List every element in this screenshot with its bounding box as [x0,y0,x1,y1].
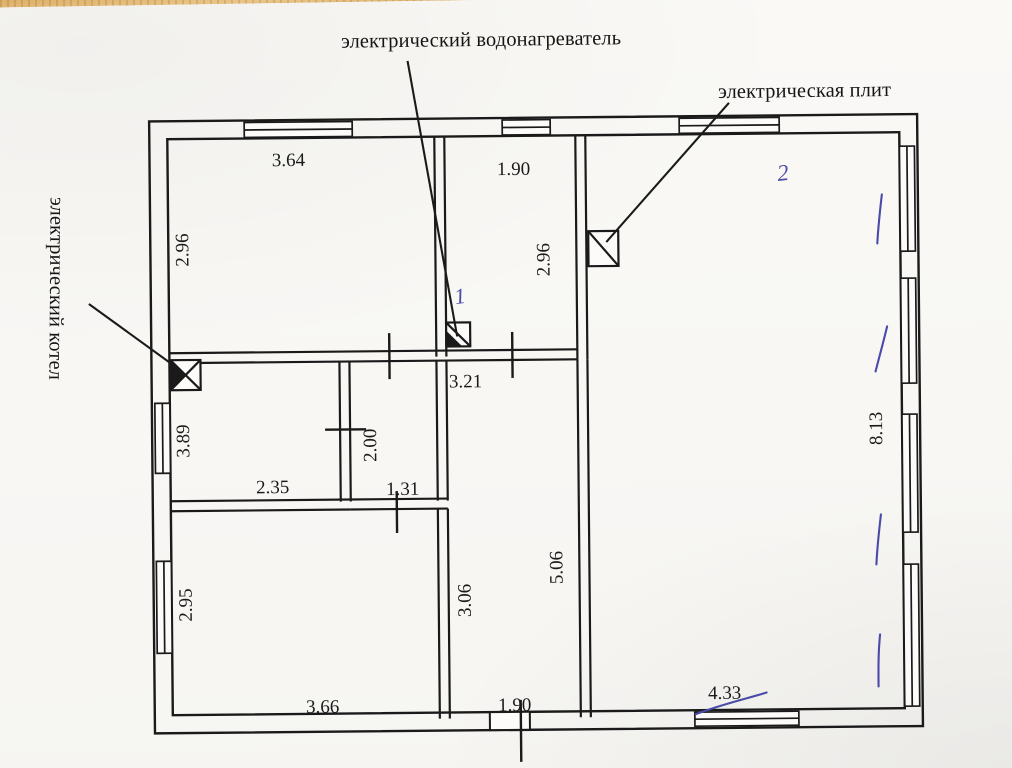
label-electric-boiler: электрический котел [44,196,68,381]
leader-stove [605,102,730,243]
water-heater-icon [444,321,472,348]
dim-room-mid-left-width: 2.35 [256,477,289,498]
dim-hall-bottom-width: 1.90 [498,695,531,716]
window-top-2 [501,118,552,136]
dim-room-right-height: 8.13 [866,412,887,445]
dim-room-right-width: 4.33 [708,683,741,704]
dim-closet-height: 2.00 [360,429,381,462]
window-right-2 [899,277,918,385]
dim-hall-height: 5.06 [546,551,567,584]
pen-tick-4 [877,633,882,688]
dim-room-top-left-width: 3.64 [272,150,306,171]
dimension-labels: 3.64 2.96 1.90 2.96 3.21 3.89 2.35 2.00 … [172,150,887,718]
electric-stove-icon [587,229,620,268]
window-group-right [898,145,921,708]
exterior-walls [147,112,925,735]
window-group-top [243,116,781,139]
window-right-4 [902,563,921,708]
window-left-1 [153,402,172,475]
dim-hall-lower-width: 3.06 [455,584,476,617]
window-left-2 [155,560,174,655]
window-right-1 [898,145,917,253]
leader-lines [88,60,730,372]
label-electric-stove: электрическая плит [717,78,892,104]
pen-underline-4-33 [694,691,768,716]
leader-heater [406,60,459,337]
window-bottom-1 [693,710,800,728]
window-group-left [153,402,174,655]
pen-tick-3 [875,513,882,566]
electric-boiler-icon [169,358,202,392]
label-electric-water-heater: электрический водонагреватель [340,27,622,53]
dim-room-mid-left-height: 3.89 [173,424,194,457]
dim-room-top-left-height: 2.96 [172,233,193,266]
dim-room-bottom-left-height: 2.95 [176,588,197,621]
dim-room-bottom-left-width: 3.66 [306,697,339,718]
dim-closet-width: 1.31 [386,479,419,500]
pen-mark-two: 2 [776,160,790,186]
window-top-1 [243,120,354,139]
dim-hall-upper-width: 3.21 [449,371,482,392]
dim-room-top-mid-width: 1.90 [497,159,530,180]
pen-tick-2 [874,325,889,373]
handwritten-marks: 1 2 [452,160,889,716]
window-top-3 [678,116,781,135]
pen-tick-1 [876,193,883,245]
window-right-3 [901,413,919,534]
window-group-bottom [693,710,800,728]
dim-room-top-mid-height: 2.96 [533,243,554,276]
interior-walls [169,135,592,719]
pen-mark-one: 1 [452,283,467,309]
leader-boiler [88,303,183,372]
door-swing-marks [325,331,523,762]
